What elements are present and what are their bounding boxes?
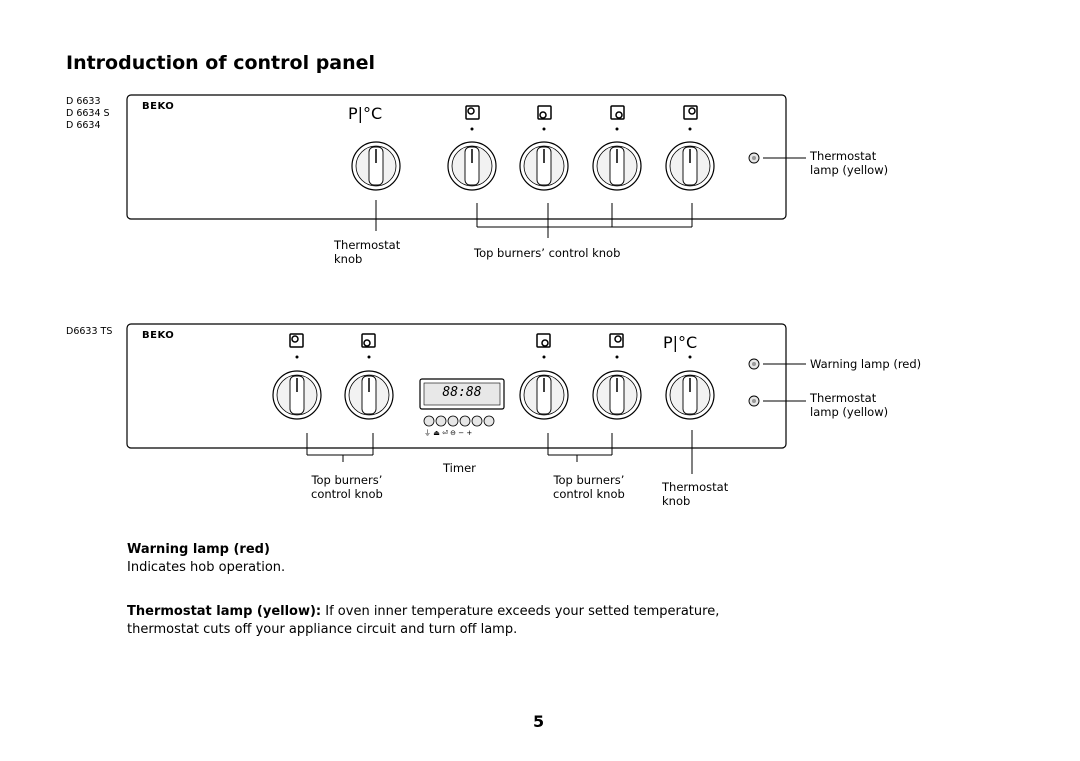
- warning-lamp-icon: [748, 358, 760, 370]
- timer-buttons: [423, 415, 495, 427]
- panel1-outline: [126, 94, 787, 220]
- thermostat-knob: [665, 370, 715, 420]
- brand-logo: BEKO: [142, 101, 175, 112]
- thermostat-symbol: P|°C: [663, 333, 698, 352]
- thermostat-lamp-icon: [748, 152, 760, 164]
- burner-knob: [519, 370, 569, 420]
- burner-rear-left-icon: [289, 333, 304, 348]
- label-line: knob: [662, 494, 691, 508]
- right-burners-knob-label: Top burners’ control knob: [553, 473, 625, 501]
- label-line: lamp (yellow): [810, 405, 889, 419]
- model-name: D 6634 S: [66, 108, 110, 119]
- burner-rear-right-icon: [683, 105, 698, 120]
- label-line: Thermostat: [662, 480, 729, 494]
- burner-front-left-icon: [361, 333, 376, 348]
- warning-lamp-text: Indicates hob operation.: [127, 560, 286, 575]
- label-line: knob: [334, 252, 363, 266]
- model-name: D6633 TS: [66, 326, 113, 337]
- burner-knob: [592, 370, 642, 420]
- burner-rear-right-icon: [609, 333, 624, 348]
- panel1-leader-lines: [375, 157, 806, 238]
- burner-knob: [519, 141, 569, 191]
- thermostat-lamp-note: Thermostat lamp (yellow): If oven inner …: [127, 603, 719, 621]
- thermostat-lamp-label: Thermostat lamp (yellow): [810, 149, 888, 177]
- thermostat-knob-label: Thermostat knob: [662, 480, 728, 508]
- panel2-leader-lines: [306, 363, 806, 474]
- label-line: control knob: [311, 487, 383, 501]
- burner-rear-left-icon: [465, 105, 480, 120]
- warning-lamp-label: Warning lamp (red): [810, 357, 922, 371]
- model-name: D 6633: [66, 96, 101, 107]
- timer-label: Timer: [443, 461, 476, 475]
- burners-knob-label: Top burners’ control knob: [474, 246, 621, 260]
- burner-front-right-icon: [610, 105, 625, 120]
- label-line: Thermostat: [810, 391, 877, 405]
- burner-front-left-icon: [537, 105, 552, 120]
- timer-module: [419, 378, 505, 427]
- panel1-burner-icons: [465, 105, 698, 131]
- thermostat-lamp-label: Thermostat lamp (yellow): [810, 391, 888, 419]
- label-line: Thermostat: [810, 149, 877, 163]
- left-burners-knob-label: Top burners’ control knob: [311, 473, 383, 501]
- panel2-burner-icons: [289, 333, 692, 359]
- thermostat-lamp-text-cont: thermostat cuts off your appliance circu…: [127, 622, 518, 637]
- burner-knob: [344, 370, 394, 420]
- burner-knob: [272, 370, 322, 420]
- thermostat-lamp-text: If oven inner temperature exceeds your s…: [321, 604, 720, 619]
- thermostat-knob-label: Thermostat knob: [334, 238, 400, 266]
- burner-knob: [592, 141, 642, 191]
- burner-front-right-icon: [536, 333, 551, 348]
- label-line: lamp (yellow): [810, 163, 889, 177]
- brand-logo: BEKO: [142, 330, 175, 341]
- panel2-outline: [126, 323, 787, 449]
- thermostat-lamp-heading: Thermostat lamp (yellow):: [127, 604, 322, 619]
- timer-display: 88:88: [442, 385, 482, 400]
- warning-lamp-heading: Warning lamp (red): [127, 542, 270, 557]
- model-name: D 6634: [66, 120, 101, 131]
- model-list: D 6633 D 6634 S D 6634: [66, 96, 110, 132]
- burner-knob: [665, 141, 715, 191]
- thermostat-symbol: P|°C: [348, 104, 383, 123]
- label-line: Thermostat: [334, 238, 401, 252]
- thermostat-lamp-icon: [748, 395, 760, 407]
- panel2-knobs: [272, 370, 715, 420]
- thermostat-knob: [351, 141, 401, 191]
- timer-button-symbols: ⏚ ⏏ ⏎ ⊖ − +: [424, 429, 473, 437]
- label-line: Top burners’: [553, 473, 625, 487]
- label-line: Top burners’: [311, 473, 383, 487]
- panel1-knobs: [351, 141, 715, 191]
- burner-knob: [447, 141, 497, 191]
- page-number: 5: [533, 712, 545, 731]
- label-line: control knob: [553, 487, 625, 501]
- page-title: Introduction of control panel: [66, 52, 376, 74]
